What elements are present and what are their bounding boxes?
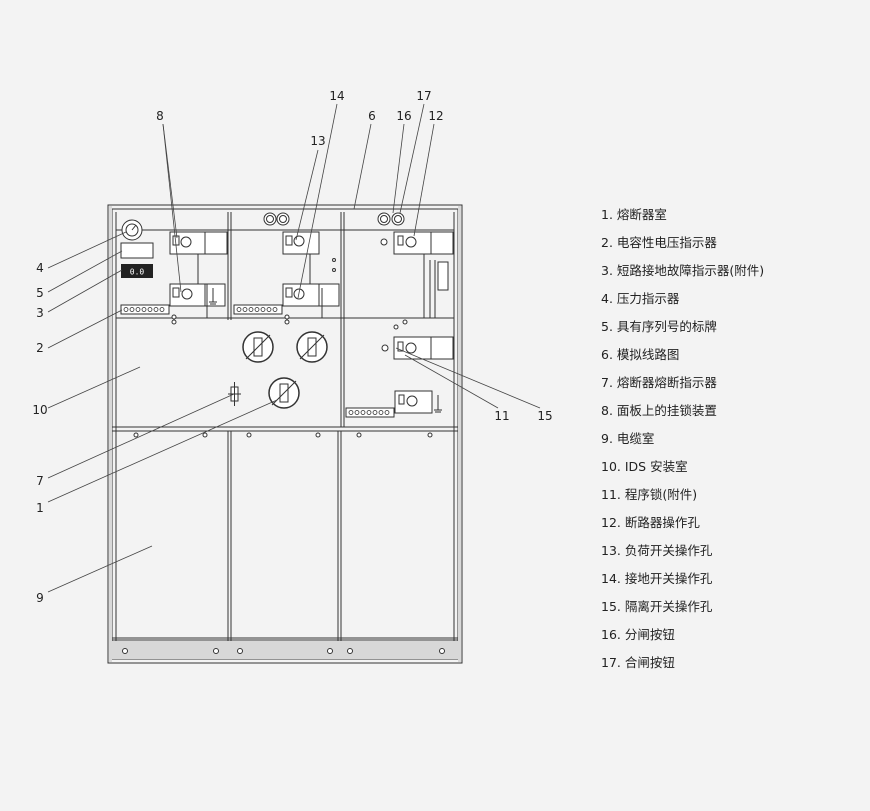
legend-list: 1. 熔断器室 2. 电容性电压指示器 3. 短路接地故障指示器(附件) 4. …: [601, 206, 764, 682]
legend-item: 16. 分闸按钮: [601, 627, 675, 642]
legend-item: 11. 程序锁(附件): [601, 487, 698, 502]
frame-shading: [109, 206, 461, 662]
leader-lines: [47, 103, 541, 593]
legend-item: 14. 接地开关操作孔: [601, 571, 713, 586]
callout-1: 1: [36, 501, 44, 515]
callout-14: 14: [329, 89, 345, 103]
callout-16: 16: [396, 109, 412, 123]
callout-15: 15: [537, 409, 553, 423]
legend-item: 3. 短路接地故障指示器(附件): [601, 263, 765, 278]
legend-item: 13. 负荷开关操作孔: [601, 543, 713, 558]
callout-9: 9: [36, 591, 44, 605]
legend-item: 5. 具有序列号的标牌: [601, 319, 717, 334]
callout-3: 3: [36, 306, 44, 320]
serial-nameplate: [120, 242, 154, 259]
operating-modules: [169, 231, 454, 414]
top-buttons: [263, 212, 405, 226]
legend-item: 6. 模拟线路图: [601, 347, 680, 362]
callout-13: 13: [310, 134, 326, 148]
indicator-dots: [123, 307, 390, 415]
callout-10: 10: [32, 403, 48, 417]
callout-17: 17: [416, 89, 432, 103]
legend-item: 7. 熔断器熔断指示器: [601, 375, 717, 390]
fault-indicator-display: 0.0: [130, 268, 145, 277]
legend-item: 10. IDS 安装室: [601, 459, 688, 474]
callout-12: 12: [428, 109, 444, 123]
rods: [197, 254, 442, 413]
callout-8: 8: [156, 109, 164, 123]
fault-indicator: 0.0: [121, 264, 153, 278]
pressure-gauge: [121, 219, 143, 241]
legend-item: 17. 合闸按钮: [601, 655, 675, 670]
callout-5: 5: [36, 286, 44, 300]
fuse-windows: [242, 331, 328, 409]
legend-item: 1. 熔断器室: [601, 207, 667, 222]
legend-item: 9. 电缆室: [601, 431, 655, 446]
legend-item: 4. 压力指示器: [601, 291, 680, 306]
legend-item: 12. 断路器操作孔: [601, 515, 700, 530]
callout-2: 2: [36, 341, 44, 355]
callout-4: 4: [36, 261, 44, 275]
callout-6: 6: [368, 109, 376, 123]
callout-11: 11: [494, 409, 510, 423]
fuse-blown-indicator: [228, 382, 241, 406]
legend-item: 15. 隔离开关操作孔: [601, 599, 713, 614]
screws: [122, 314, 445, 654]
legend-item: 8. 面板上的挂锁装置: [601, 403, 717, 418]
callout-7: 7: [36, 474, 44, 488]
voltage-indicators: [120, 261, 449, 418]
legend-item: 2. 电容性电压指示器: [601, 235, 717, 250]
cabinet-frame: [107, 204, 463, 664]
